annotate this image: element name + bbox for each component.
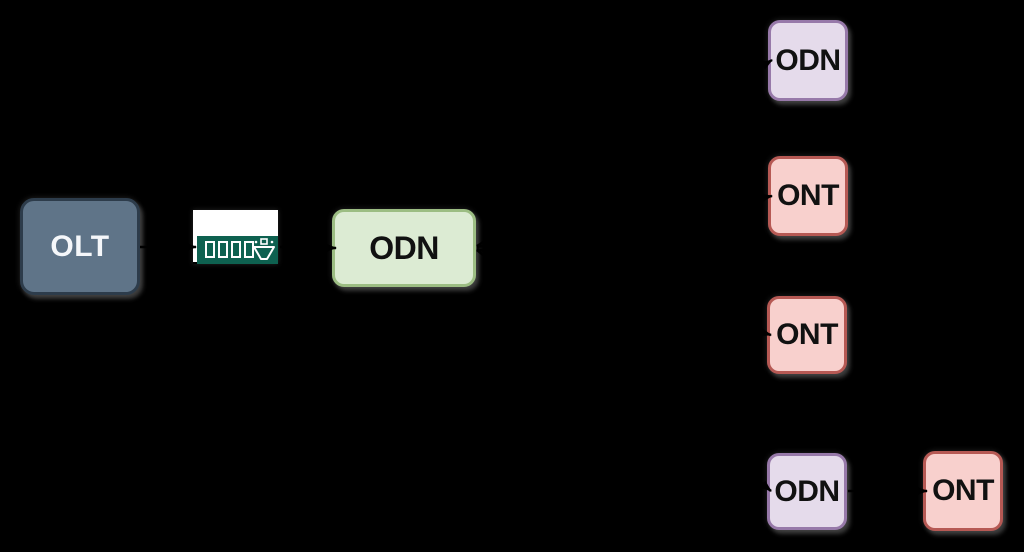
edge-odn-main-to-ont-1 [476,193,773,249]
node-ont-2: ONT [767,296,847,374]
node-ont-2-label: ONT [776,318,838,351]
ethernet-switch-icon [193,210,278,264]
edge-odn-main-to-ont-2 [476,247,772,337]
node-odn-bottom-label: ODN [774,474,840,508]
node-ont-3: ONT [923,451,1003,531]
node-ont-1: ONT [768,156,848,236]
node-odn-main: ODN [332,209,476,287]
edge-odn-main-to-odn-top [476,58,773,248]
edge-odn-main-to-odn-bottom [476,249,772,492]
node-odn-top: ODN [768,20,848,101]
node-odn-top-label: ODN [775,43,841,77]
node-olt-label: OLT [50,229,110,263]
node-odn-bottom: ODN [767,453,847,530]
node-ont-3-label: ONT [932,474,994,507]
edge-splitter-to-odn-main [279,243,337,253]
node-olt: OLT [20,198,140,295]
node-ont-1-label: ONT [777,179,839,212]
node-odn-main-label: ODN [369,229,439,266]
